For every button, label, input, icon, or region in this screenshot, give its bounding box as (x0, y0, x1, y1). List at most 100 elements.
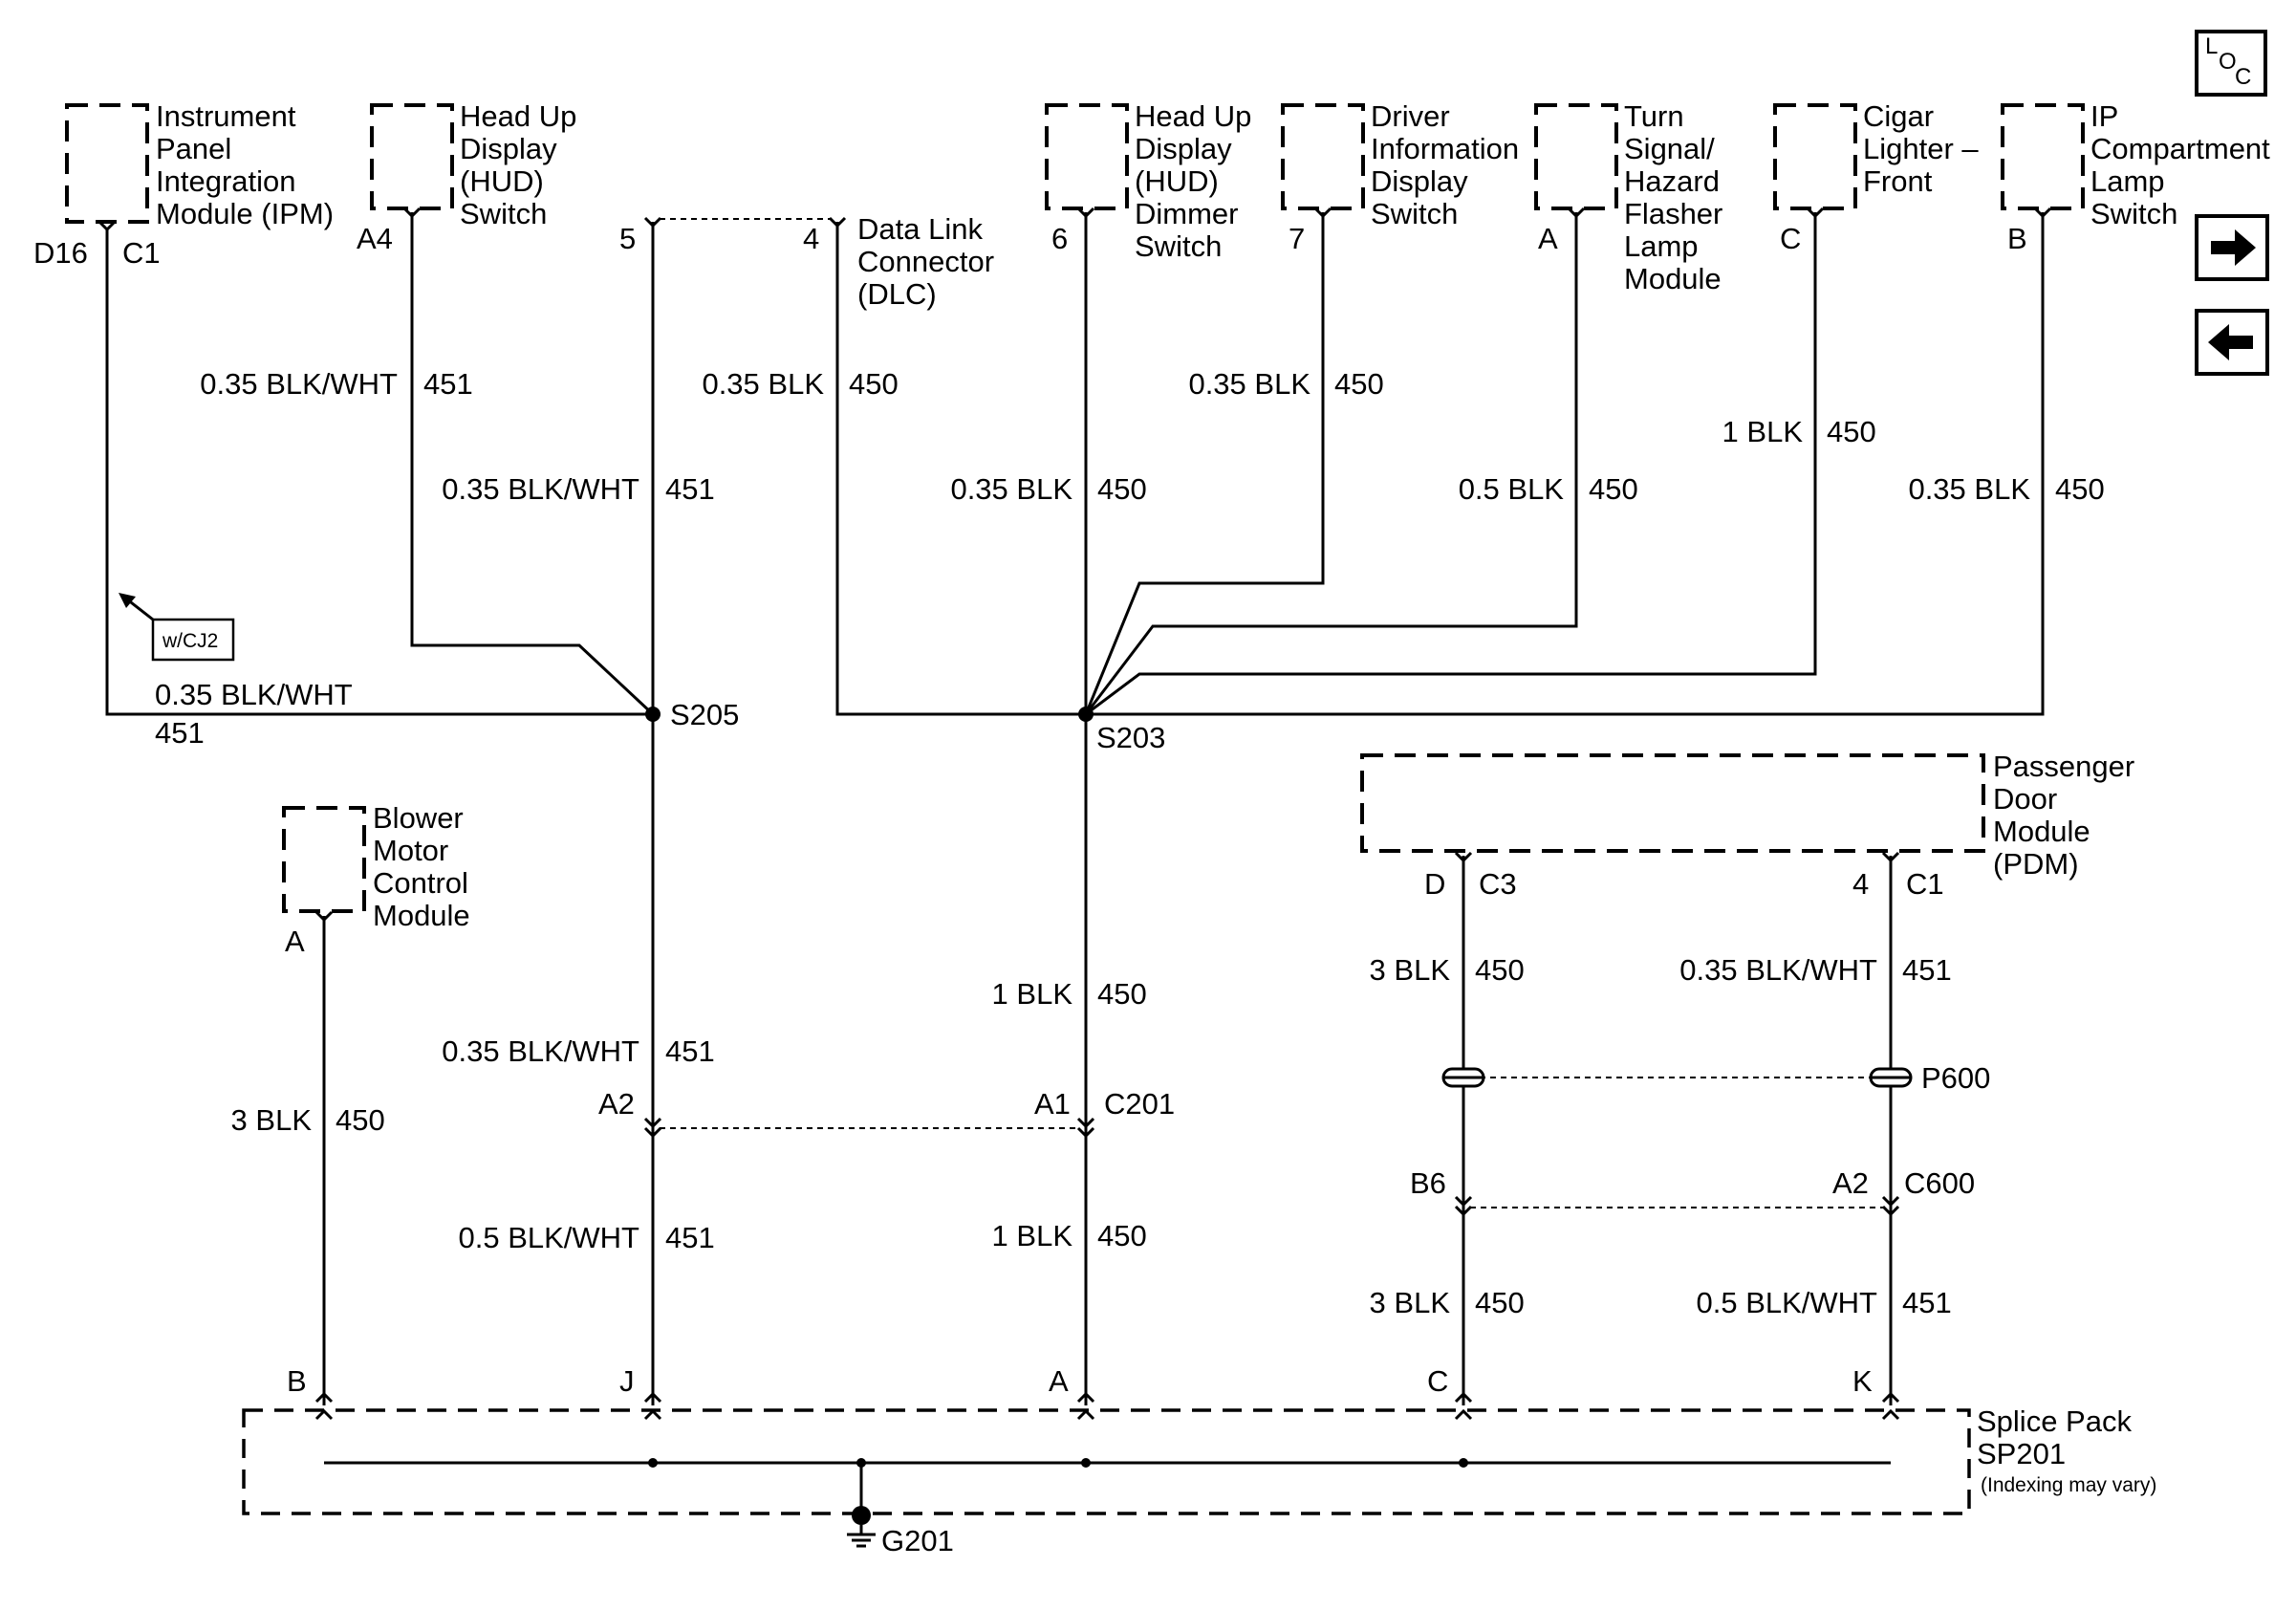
svg-text:0.35 BLK/WHT: 0.35 BLK/WHT (1679, 953, 1877, 987)
svg-text:D16: D16 (33, 236, 88, 270)
svg-text:0.35 BLK/WHT: 0.35 BLK/WHT (155, 678, 353, 711)
svg-text:A: A (285, 925, 305, 958)
svg-text:B: B (287, 1364, 307, 1398)
svg-text:3 BLK: 3 BLK (1370, 1286, 1451, 1319)
svg-text:C1: C1 (122, 236, 161, 270)
svg-text:C600: C600 (1904, 1166, 1975, 1200)
svg-text:0.35 BLK: 0.35 BLK (702, 367, 824, 401)
svg-text:0.5 BLK/WHT: 0.5 BLK/WHT (459, 1221, 640, 1254)
splice-dots (645, 707, 1468, 1468)
svg-text:450: 450 (336, 1103, 385, 1137)
svg-text:0.5 BLK: 0.5 BLK (1459, 472, 1565, 506)
svg-text:C: C (1427, 1364, 1448, 1398)
svg-text:C: C (1780, 222, 1801, 255)
svg-text:A4: A4 (357, 222, 393, 255)
svg-text:451: 451 (1902, 1286, 1952, 1319)
svg-text:0.35 BLK/WHT: 0.35 BLK/WHT (442, 472, 639, 506)
ground-symbol-icon (847, 1506, 876, 1548)
svg-text:B: B (2007, 222, 2027, 255)
svg-text:L: L (2205, 33, 2218, 59)
svg-text:3 BLK: 3 BLK (1370, 953, 1451, 987)
svg-text:450: 450 (1097, 977, 1147, 1011)
svg-text:C201: C201 (1104, 1087, 1175, 1121)
svg-text:A1: A1 (1034, 1087, 1071, 1121)
splice-pack-note: (Indexing may vary) (1981, 1474, 2156, 1496)
next-page-button[interactable] (2195, 214, 2269, 281)
svg-text:3 BLK: 3 BLK (231, 1103, 313, 1137)
svg-text:0.35 BLK/WHT: 0.35 BLK/WHT (442, 1034, 639, 1068)
svg-text:450: 450 (1334, 367, 1384, 401)
svg-text:4: 4 (803, 222, 819, 255)
svg-text:450: 450 (1475, 953, 1525, 987)
svg-text:0.35 BLK/WHT: 0.35 BLK/WHT (200, 367, 398, 401)
svg-text:A: A (1538, 222, 1558, 255)
svg-text:S203: S203 (1096, 721, 1165, 754)
svg-text:5: 5 (619, 222, 636, 255)
arrow-left-icon (2208, 324, 2253, 360)
connector-symbols (97, 207, 2052, 1421)
svg-text:C: C (2235, 64, 2251, 90)
option-tag: w/CJ2 (119, 593, 235, 662)
svg-text:451: 451 (665, 1221, 715, 1254)
previous-page-button[interactable] (2195, 309, 2269, 376)
svg-text:B6: B6 (1410, 1166, 1446, 1200)
svg-text:450: 450 (1827, 415, 1876, 448)
svg-text:1 BLK: 1 BLK (992, 1219, 1073, 1252)
svg-text:A2: A2 (1832, 1166, 1869, 1200)
svg-text:A: A (1049, 1364, 1069, 1398)
svg-text:P600: P600 (1921, 1061, 1990, 1095)
svg-text:1 BLK: 1 BLK (992, 977, 1073, 1011)
svg-text:7: 7 (1289, 222, 1305, 255)
svg-text:1 BLK: 1 BLK (1722, 415, 1804, 448)
svg-text:450: 450 (1475, 1286, 1525, 1319)
svg-text:D: D (1424, 867, 1445, 901)
svg-text:0.35 BLK: 0.35 BLK (950, 472, 1072, 506)
svg-text:w/CJ2: w/CJ2 (162, 630, 218, 652)
ground-label: G201 (881, 1524, 954, 1557)
wiring (105, 212, 2045, 1515)
svg-text:O: O (2219, 49, 2237, 75)
svg-text:451: 451 (155, 716, 205, 750)
svg-text:A2: A2 (598, 1087, 635, 1121)
wire-labels: 0.35 BLK/WHT 451 0.35 BLK/WHT 451 0.35 B… (155, 367, 2105, 1319)
svg-text:450: 450 (1097, 1219, 1147, 1252)
svg-text:451: 451 (423, 367, 473, 401)
svg-text:450: 450 (849, 367, 899, 401)
svg-text:450: 450 (1097, 472, 1147, 506)
svg-text:450: 450 (1589, 472, 1638, 506)
svg-text:4: 4 (1852, 867, 1869, 901)
locator-button[interactable]: L O C (2195, 30, 2267, 97)
arrow-right-icon (2211, 229, 2256, 266)
svg-text:C1: C1 (1906, 867, 1944, 901)
svg-text:450: 450 (2055, 472, 2105, 506)
svg-text:6: 6 (1051, 222, 1068, 255)
svg-text:0.5 BLK/WHT: 0.5 BLK/WHT (1697, 1286, 1878, 1319)
svg-text:0.35 BLK: 0.35 BLK (1188, 367, 1310, 401)
svg-text:451: 451 (665, 472, 715, 506)
svg-text:S205: S205 (670, 698, 739, 731)
svg-text:0.35 BLK: 0.35 BLK (1908, 472, 2030, 506)
svg-text:K: K (1852, 1364, 1873, 1398)
